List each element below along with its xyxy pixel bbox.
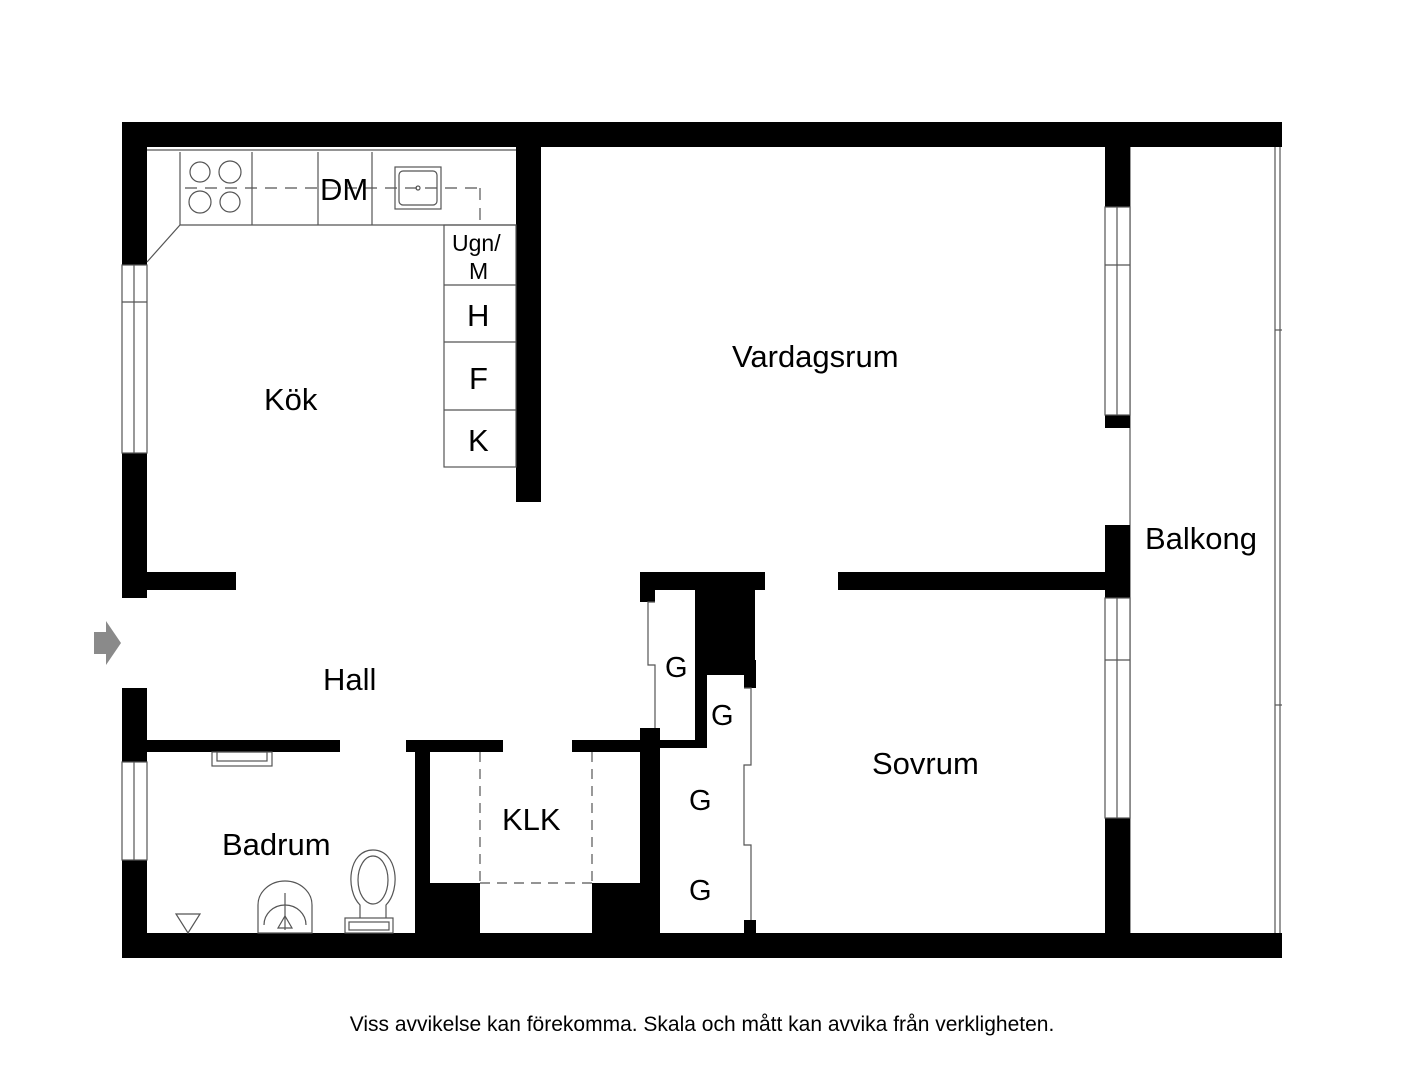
sink-icon xyxy=(257,880,313,934)
room-label-hall: Hall xyxy=(323,662,376,697)
appliance-label-h: H xyxy=(467,298,489,333)
toilet-icon xyxy=(344,849,396,934)
stove-icon xyxy=(188,160,242,214)
wardrobe-label: G xyxy=(689,785,712,817)
oven-label-line2: M xyxy=(469,258,488,284)
disclaimer-text: Viss avvikelse kan förekomma. Skala och … xyxy=(349,1013,1055,1036)
appliance-label-k: K xyxy=(468,423,489,458)
wardrobe-label: G xyxy=(711,700,734,732)
wardrobe-label: G xyxy=(689,875,712,907)
oven-label: Ugn/ xyxy=(452,230,501,256)
room-label-bedroom: Sovrum xyxy=(872,746,979,781)
dishwasher-label: DM xyxy=(320,172,368,207)
wardrobe-label: G xyxy=(665,652,688,684)
balcony xyxy=(1129,134,1282,946)
drain-icon xyxy=(174,913,202,935)
room-label-bathroom: Badrum xyxy=(222,827,331,862)
room-label-closet: KLK xyxy=(502,802,561,837)
windows xyxy=(121,206,1131,861)
room-label-living-room: Vardagsrum xyxy=(732,339,899,374)
room-label-balcony: Balkong xyxy=(1145,521,1257,556)
interior-walls xyxy=(147,147,1105,933)
entrance-arrow-icon xyxy=(94,621,121,665)
kitchen-counter xyxy=(146,149,517,468)
sink-icon xyxy=(394,166,442,210)
outer-walls xyxy=(122,122,1282,958)
bathroom-fixtures xyxy=(174,751,396,935)
room-label-kitchen: Kök xyxy=(264,382,318,417)
appliance-label-f: F xyxy=(469,361,488,396)
